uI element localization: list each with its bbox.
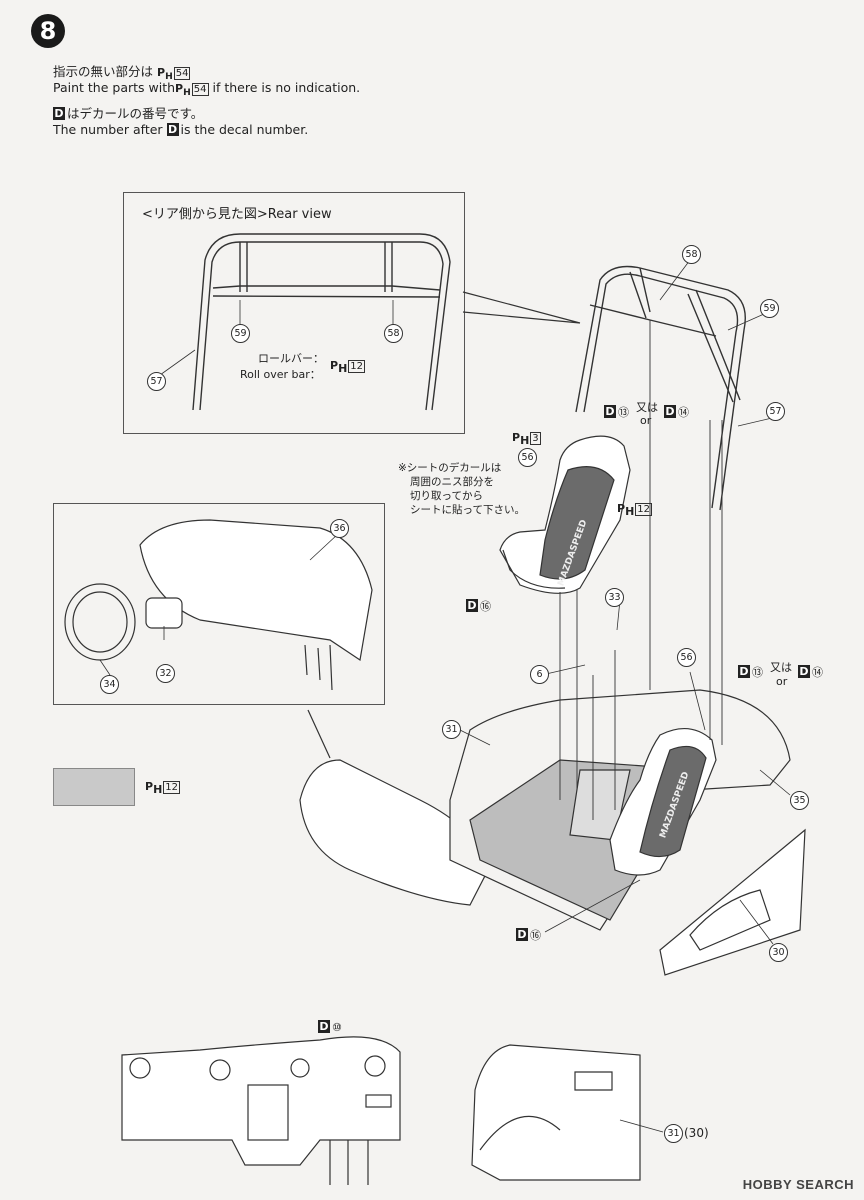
roll-cage — [575, 265, 746, 511]
part-callout-58: 58 — [384, 324, 403, 343]
bottom-dashboard — [121, 1036, 401, 1185]
part-callout-59: 59 — [231, 324, 250, 343]
or-label-jp: 又は — [636, 401, 658, 414]
part-callout-57: 57 — [766, 402, 785, 421]
watermark-text: HOBBY SEARCH — [742, 1177, 854, 1192]
paint-number: 54 — [191, 83, 209, 96]
rear-view-roll-bar — [192, 233, 451, 411]
paint-code: PH — [175, 82, 191, 99]
dashboard-detail — [64, 519, 373, 691]
part-callout-59: 59 — [760, 299, 779, 318]
dashboard-assembled — [299, 709, 489, 906]
decal-mark-icon: D — [53, 107, 65, 120]
seat-decal-note: ※シートのデカールは 周囲のニス部分を 切り取ってから シートに貼って下さい。 — [398, 462, 525, 516]
interior-or-jp: 又は — [770, 661, 792, 674]
part-callout-34: 34 — [100, 675, 119, 694]
rear-view-title: <リア側から見た図>Rear view — [142, 207, 332, 222]
interior-or-en: or — [776, 675, 788, 688]
part-callout-56: 56 — [518, 448, 537, 467]
part-callout-30-alt: (30) — [684, 1126, 709, 1140]
rear-view-panel — [123, 192, 465, 434]
roll-bar-label-jp: ロールバー： — [258, 352, 324, 365]
paint-number: 54 — [173, 67, 191, 80]
part-callout-31: 31 — [442, 720, 461, 739]
callout-leaders — [99, 259, 791, 1133]
rear-view-connector — [462, 291, 581, 324]
or-label-en: or — [640, 414, 652, 427]
part-callout-57: 57 — [147, 372, 166, 391]
part-callout-56: 56 — [677, 648, 696, 667]
part-callout-33: 33 — [605, 588, 624, 607]
upper-seat — [499, 435, 631, 594]
bottom-door — [471, 1044, 641, 1181]
steering-wheel — [64, 583, 136, 661]
step-number-badge: 8 — [31, 14, 65, 48]
note-en-text-end: is the decal number. — [180, 122, 309, 137]
part-callout-36: 36 — [330, 519, 349, 538]
part-callout-31: 31 — [664, 1124, 683, 1143]
note-en-text: Paint the parts with — [53, 80, 176, 95]
roll-bar-label-en: Roll over bar： — [240, 368, 321, 381]
paint-code: PH — [157, 66, 173, 83]
part-callout-6: 6 — [530, 665, 549, 684]
note-en-text-end: if there is no indication. — [208, 80, 361, 95]
decal-mark-icon: D — [166, 123, 179, 136]
paint-swatch — [53, 768, 135, 806]
part-callout-32: 32 — [156, 664, 175, 683]
part-callout-30: 30 — [769, 943, 788, 962]
note-jp-text: 指示の無い部分は — [53, 64, 154, 79]
part-callout-58: 58 — [682, 245, 701, 264]
note-en-text: The number after — [53, 122, 163, 137]
assembly-guides — [559, 320, 723, 820]
note-jp-text: はデカールの番号です。 — [67, 106, 204, 121]
part-callout-35: 35 — [790, 791, 809, 810]
floor-pan — [449, 689, 791, 931]
